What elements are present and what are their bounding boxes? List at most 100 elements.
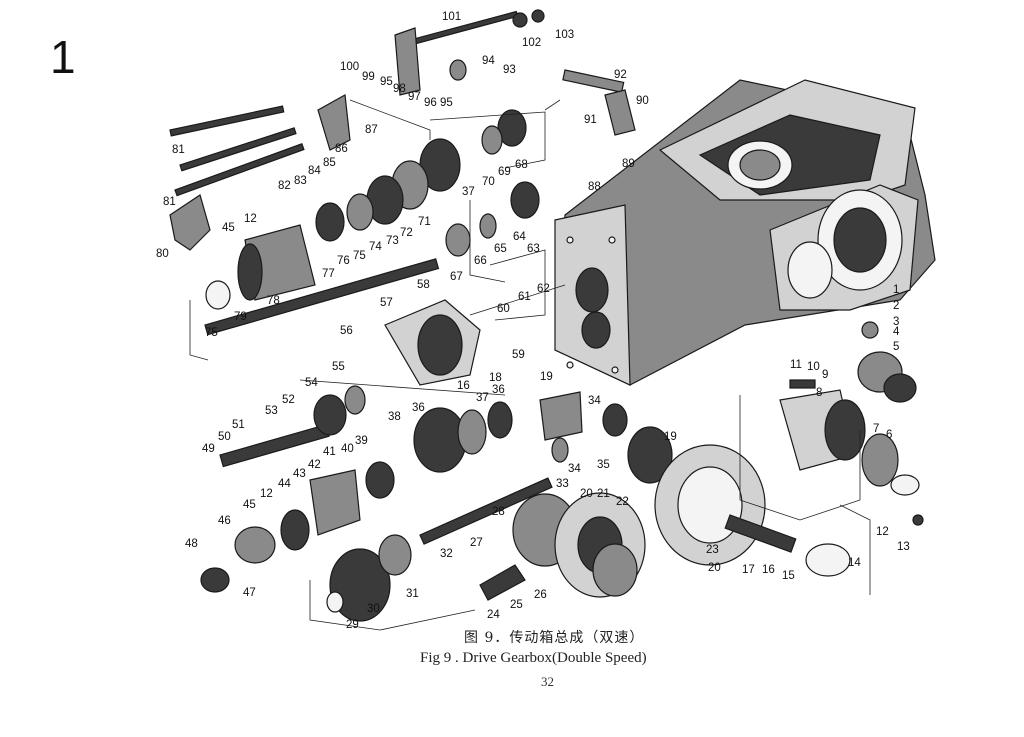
part-label: 34 xyxy=(588,395,601,407)
part-label: 8 xyxy=(816,387,822,399)
part-label: 54 xyxy=(305,377,318,389)
part-label: 45 xyxy=(243,499,256,511)
part-label: 96 xyxy=(424,97,437,109)
part-number-labels: 101 102 103 100 99 95 98 97 96 95 94 93 … xyxy=(156,11,910,631)
part-label: 34 xyxy=(568,463,581,475)
part-label: 12 xyxy=(244,213,257,225)
part-label: 66 xyxy=(474,255,487,267)
figure-caption-chinese: 图 9．传动箱总成（双速） xyxy=(464,630,645,646)
part-label: 75 xyxy=(205,327,218,339)
part-label: 91 xyxy=(584,114,597,126)
part-label: 15 xyxy=(782,570,795,582)
part-label: 1 xyxy=(893,284,899,296)
part-label: 37 xyxy=(462,186,475,198)
part-label: 19 xyxy=(664,431,677,443)
part-label: 93 xyxy=(503,64,516,76)
part-label: 20 xyxy=(708,562,721,574)
part-label: 85 xyxy=(323,157,336,169)
part-label: 21 xyxy=(597,488,610,500)
part-label: 23 xyxy=(706,544,719,556)
part-label: 100 xyxy=(340,61,359,73)
part-label: 41 xyxy=(323,446,336,458)
lower-left-components xyxy=(200,469,526,622)
part-label: 31 xyxy=(406,588,419,600)
part-label: 87 xyxy=(365,124,378,136)
part-label: 43 xyxy=(293,468,306,480)
part-label: 101 xyxy=(442,11,461,23)
part-label: 12 xyxy=(876,526,889,538)
part-label: 95 xyxy=(440,97,453,109)
part-label: 79 xyxy=(234,311,247,323)
part-label: 3 xyxy=(893,316,899,328)
part-label: 56 xyxy=(340,325,353,337)
part-label: 68 xyxy=(515,159,528,171)
part-label: 20 xyxy=(580,488,593,500)
corner-number: 1 xyxy=(50,31,76,83)
part-label: 90 xyxy=(636,95,649,107)
part-label: 4 xyxy=(893,326,900,338)
part-label: 36 xyxy=(412,402,425,414)
part-label: 78 xyxy=(267,295,280,307)
gearbox-housing xyxy=(554,79,936,386)
part-label: 67 xyxy=(450,271,463,283)
part-label: 63 xyxy=(527,243,540,255)
part-label: 16 xyxy=(457,380,470,392)
part-label: 28 xyxy=(492,506,505,518)
part-label: 60 xyxy=(497,303,510,315)
part-label: 47 xyxy=(243,587,256,599)
part-label: 92 xyxy=(614,69,627,81)
part-label: 80 xyxy=(156,248,169,260)
figure-caption-english: Fig 9 . Drive Gearbox(Double Speed) xyxy=(420,650,647,666)
part-label: 37 xyxy=(476,392,489,404)
part-label: 71 xyxy=(418,216,431,228)
part-label: 49 xyxy=(202,443,215,455)
part-label: 77 xyxy=(322,268,335,280)
part-label: 33 xyxy=(556,478,569,490)
part-label: 102 xyxy=(522,37,541,49)
part-label: 97 xyxy=(408,91,421,103)
part-label: 51 xyxy=(232,419,245,431)
part-label: 75 xyxy=(353,250,366,262)
part-label: 83 xyxy=(294,175,307,187)
part-label: 59 xyxy=(512,349,525,361)
part-label: 13 xyxy=(897,541,910,553)
part-label: 69 xyxy=(498,166,511,178)
part-label: 26 xyxy=(534,589,547,601)
part-label: 62 xyxy=(537,283,550,295)
part-label: 57 xyxy=(380,297,393,309)
cover-and-shaft xyxy=(204,224,481,386)
part-label: 40 xyxy=(341,443,354,455)
part-label: 86 xyxy=(335,143,348,155)
part-label: 55 xyxy=(332,361,345,373)
page-number: 32 xyxy=(541,674,554,689)
part-label: 82 xyxy=(278,180,291,192)
part-label: 25 xyxy=(510,599,523,611)
part-label: 32 xyxy=(440,548,453,560)
part-label: 98 xyxy=(393,83,406,95)
part-label: 73 xyxy=(386,235,399,247)
part-label: 61 xyxy=(518,291,531,303)
part-label: 6 xyxy=(886,429,892,441)
part-label: 2 xyxy=(893,300,899,312)
part-label: 18 xyxy=(489,372,502,384)
part-label: 72 xyxy=(400,227,413,239)
part-label: 89 xyxy=(622,158,635,170)
bracket-lines xyxy=(189,99,871,631)
part-label: 81 xyxy=(163,196,176,208)
part-label: 16 xyxy=(762,564,775,576)
part-label: 48 xyxy=(185,538,198,550)
part-label: 7 xyxy=(873,423,879,435)
part-label: 12 xyxy=(260,488,273,500)
part-label: 44 xyxy=(278,478,291,490)
part-label: 58 xyxy=(417,279,430,291)
part-label: 29 xyxy=(346,619,359,631)
part-label: 50 xyxy=(218,431,231,443)
part-label: 17 xyxy=(742,564,755,576)
part-label: 45 xyxy=(222,222,235,234)
part-label: 5 xyxy=(893,341,899,353)
part-label: 53 xyxy=(265,405,278,417)
part-label: 94 xyxy=(482,55,495,67)
part-label: 36 xyxy=(492,384,505,396)
